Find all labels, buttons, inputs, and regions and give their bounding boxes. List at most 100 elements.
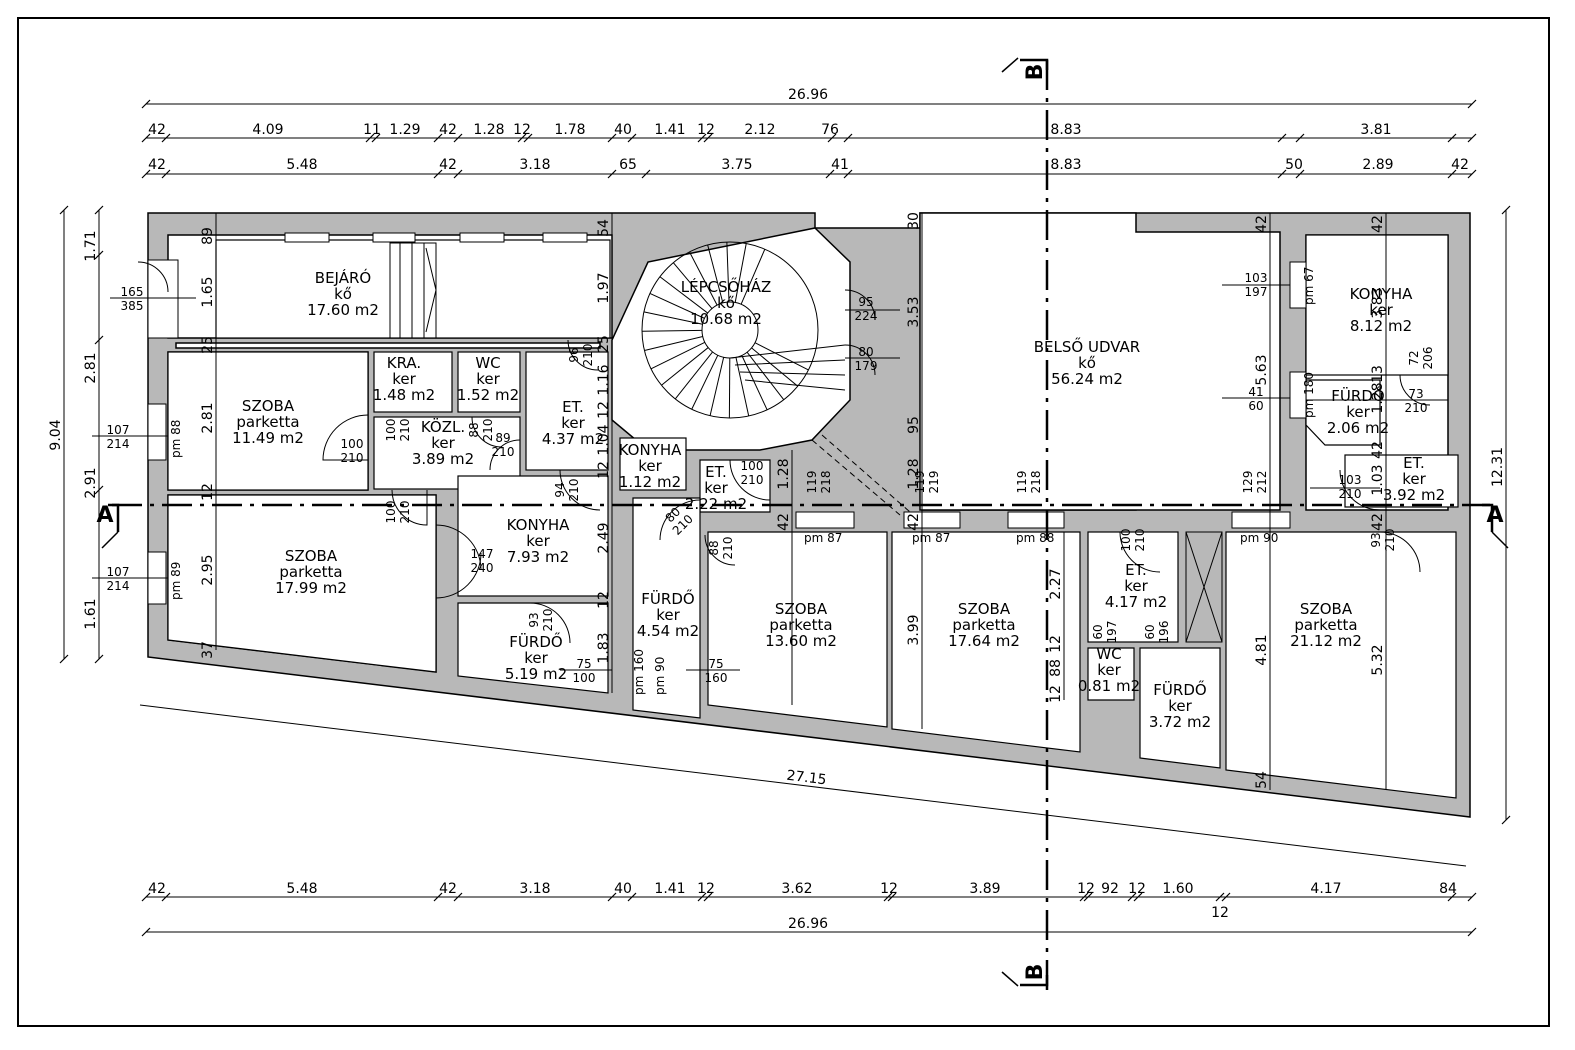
svg-text:kő: kő (334, 285, 352, 303)
svg-text:BELSŐ UDVAR: BELSŐ UDVAR (1034, 336, 1140, 356)
svg-text:42: 42 (439, 881, 457, 897)
svg-text:1.29: 1.29 (389, 122, 420, 138)
room-furdo2 (632, 497, 701, 719)
svg-text:11.49 m2: 11.49 m2 (232, 429, 304, 447)
window (147, 259, 179, 339)
svg-text:12: 12 (596, 461, 612, 479)
svg-text:kő: kő (717, 294, 735, 312)
stair-tread (674, 351, 713, 400)
door-arc (844, 289, 876, 321)
dim-tick (887, 892, 897, 902)
door-arc (529, 602, 571, 644)
svg-text:4.54 m2: 4.54 m2 (637, 622, 699, 640)
svg-text:1.16: 1.16 (596, 364, 612, 395)
svg-text:206: 206 (1421, 347, 1435, 370)
svg-text:WC: WC (1096, 645, 1121, 663)
svg-text:60: 60 (1091, 624, 1105, 639)
svg-text:17.64 m2: 17.64 m2 (948, 632, 1020, 650)
section-labels: B B A A (96, 64, 1503, 981)
stair-tread (650, 341, 706, 370)
dim-tick (453, 133, 463, 143)
svg-text:13: 13 (1370, 365, 1386, 383)
stair-outer (641, 241, 819, 419)
svg-text:12: 12 (1077, 881, 1095, 897)
room-furdo3 (1139, 647, 1221, 769)
svg-text:SZOBA: SZOBA (242, 397, 295, 415)
room-et1 (525, 351, 609, 471)
entrance-stair-arrow (425, 247, 437, 333)
svg-text:3.89: 3.89 (969, 881, 1000, 897)
room-et2 (699, 459, 771, 513)
stair-tread (735, 357, 750, 417)
svg-text:0.81 m2: 0.81 m2 (1078, 677, 1140, 695)
svg-text:40: 40 (614, 122, 632, 138)
dim-tick (883, 892, 893, 902)
svg-text:224: 224 (855, 309, 878, 323)
stair-tread (659, 276, 709, 314)
dim-tick (59, 654, 69, 664)
svg-text:2.06 m2: 2.06 m2 (1327, 419, 1389, 437)
door-arc (567, 339, 599, 371)
room-konyha-mid (619, 437, 687, 491)
section-marker-a-right (1482, 503, 1494, 532)
section-arrow (1001, 971, 1019, 987)
dim-tick (1501, 205, 1511, 215)
dim-tick (94, 250, 104, 260)
svg-text:42: 42 (1370, 215, 1386, 233)
svg-text:8.12 m2: 8.12 m2 (1350, 317, 1412, 335)
svg-text:100: 100 (384, 419, 398, 442)
dim-tick (1221, 892, 1231, 902)
svg-text:1.12 m2: 1.12 m2 (619, 473, 681, 491)
dim-tick (371, 133, 381, 143)
svg-text:parketta: parketta (236, 413, 299, 431)
svg-text:pm 180: pm 180 (1302, 372, 1316, 418)
room-konyha-left (457, 475, 609, 597)
dim-bottom-total-text: 26.96 (788, 916, 828, 932)
svg-text:103: 103 (1245, 271, 1268, 285)
dim-tick (627, 892, 637, 902)
svg-text:3.89 m2: 3.89 m2 (412, 450, 474, 468)
door-arc (844, 344, 876, 376)
svg-text:40: 40 (614, 881, 632, 897)
svg-text:88: 88 (467, 422, 481, 437)
stair-tread (734, 243, 747, 303)
svg-text:84: 84 (1439, 881, 1457, 897)
svg-text:210: 210 (341, 451, 364, 465)
svg-text:218: 218 (819, 471, 833, 494)
svg-text:12: 12 (596, 401, 612, 419)
svg-text:129: 129 (1241, 471, 1255, 494)
svg-text:ker: ker (476, 370, 500, 388)
svg-text:119: 119 (1015, 471, 1029, 494)
section-lines (101, 57, 1509, 990)
svg-text:8.83: 8.83 (1050, 157, 1081, 173)
svg-text:ET.: ET. (1403, 454, 1425, 472)
shaft (1185, 531, 1223, 643)
dim-tick (433, 133, 443, 143)
svg-text:30: 30 (906, 212, 922, 230)
dim-tick (1447, 133, 1457, 143)
svg-text:4.37 m2: 4.37 m2 (542, 430, 604, 448)
svg-text:88: 88 (1048, 659, 1064, 677)
section-arrow (1491, 531, 1509, 549)
svg-text:197: 197 (1245, 285, 1268, 299)
dim-tick (141, 133, 151, 143)
window (903, 511, 961, 529)
dim-tick (703, 133, 713, 143)
svg-text:2.95: 2.95 (200, 554, 216, 585)
svg-text:88: 88 (707, 540, 721, 555)
dim-tick (825, 169, 835, 179)
room-szoba2 (167, 494, 437, 673)
door-arc (729, 459, 771, 501)
svg-text:95: 95 (906, 416, 922, 434)
svg-text:ET.: ET. (705, 463, 727, 481)
svg-text:72: 72 (1407, 350, 1421, 365)
svg-text:3.92 m2: 3.92 m2 (1383, 486, 1445, 504)
